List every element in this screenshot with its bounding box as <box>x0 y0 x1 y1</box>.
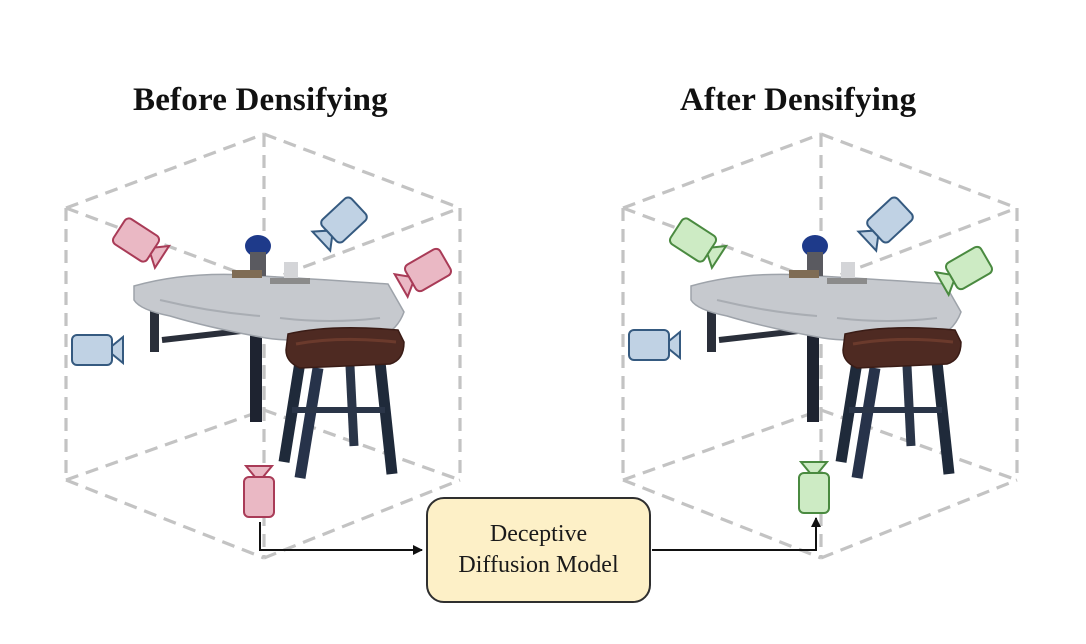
after-panel <box>621 132 1019 560</box>
model-label-line2: Diffusion Model <box>458 552 619 578</box>
camera-icon <box>392 246 454 300</box>
camera-icon <box>667 215 729 271</box>
arrow-icon <box>652 517 821 551</box>
camera-icon <box>243 465 275 518</box>
camera-icon <box>71 334 124 366</box>
arrow-icon <box>259 522 423 555</box>
camera-icon <box>798 461 830 514</box>
camera-icon <box>628 329 681 361</box>
camera-icon <box>110 215 172 271</box>
diffusion-model-box: Deceptive Diffusion Model <box>426 497 651 603</box>
camera-icon <box>856 194 916 254</box>
before-title: Before Densifying <box>133 82 388 118</box>
after-title: After Densifying <box>680 82 917 118</box>
before-panel <box>64 132 462 560</box>
model-label-line1: Deceptive <box>489 521 588 547</box>
camera-icon <box>310 194 370 254</box>
